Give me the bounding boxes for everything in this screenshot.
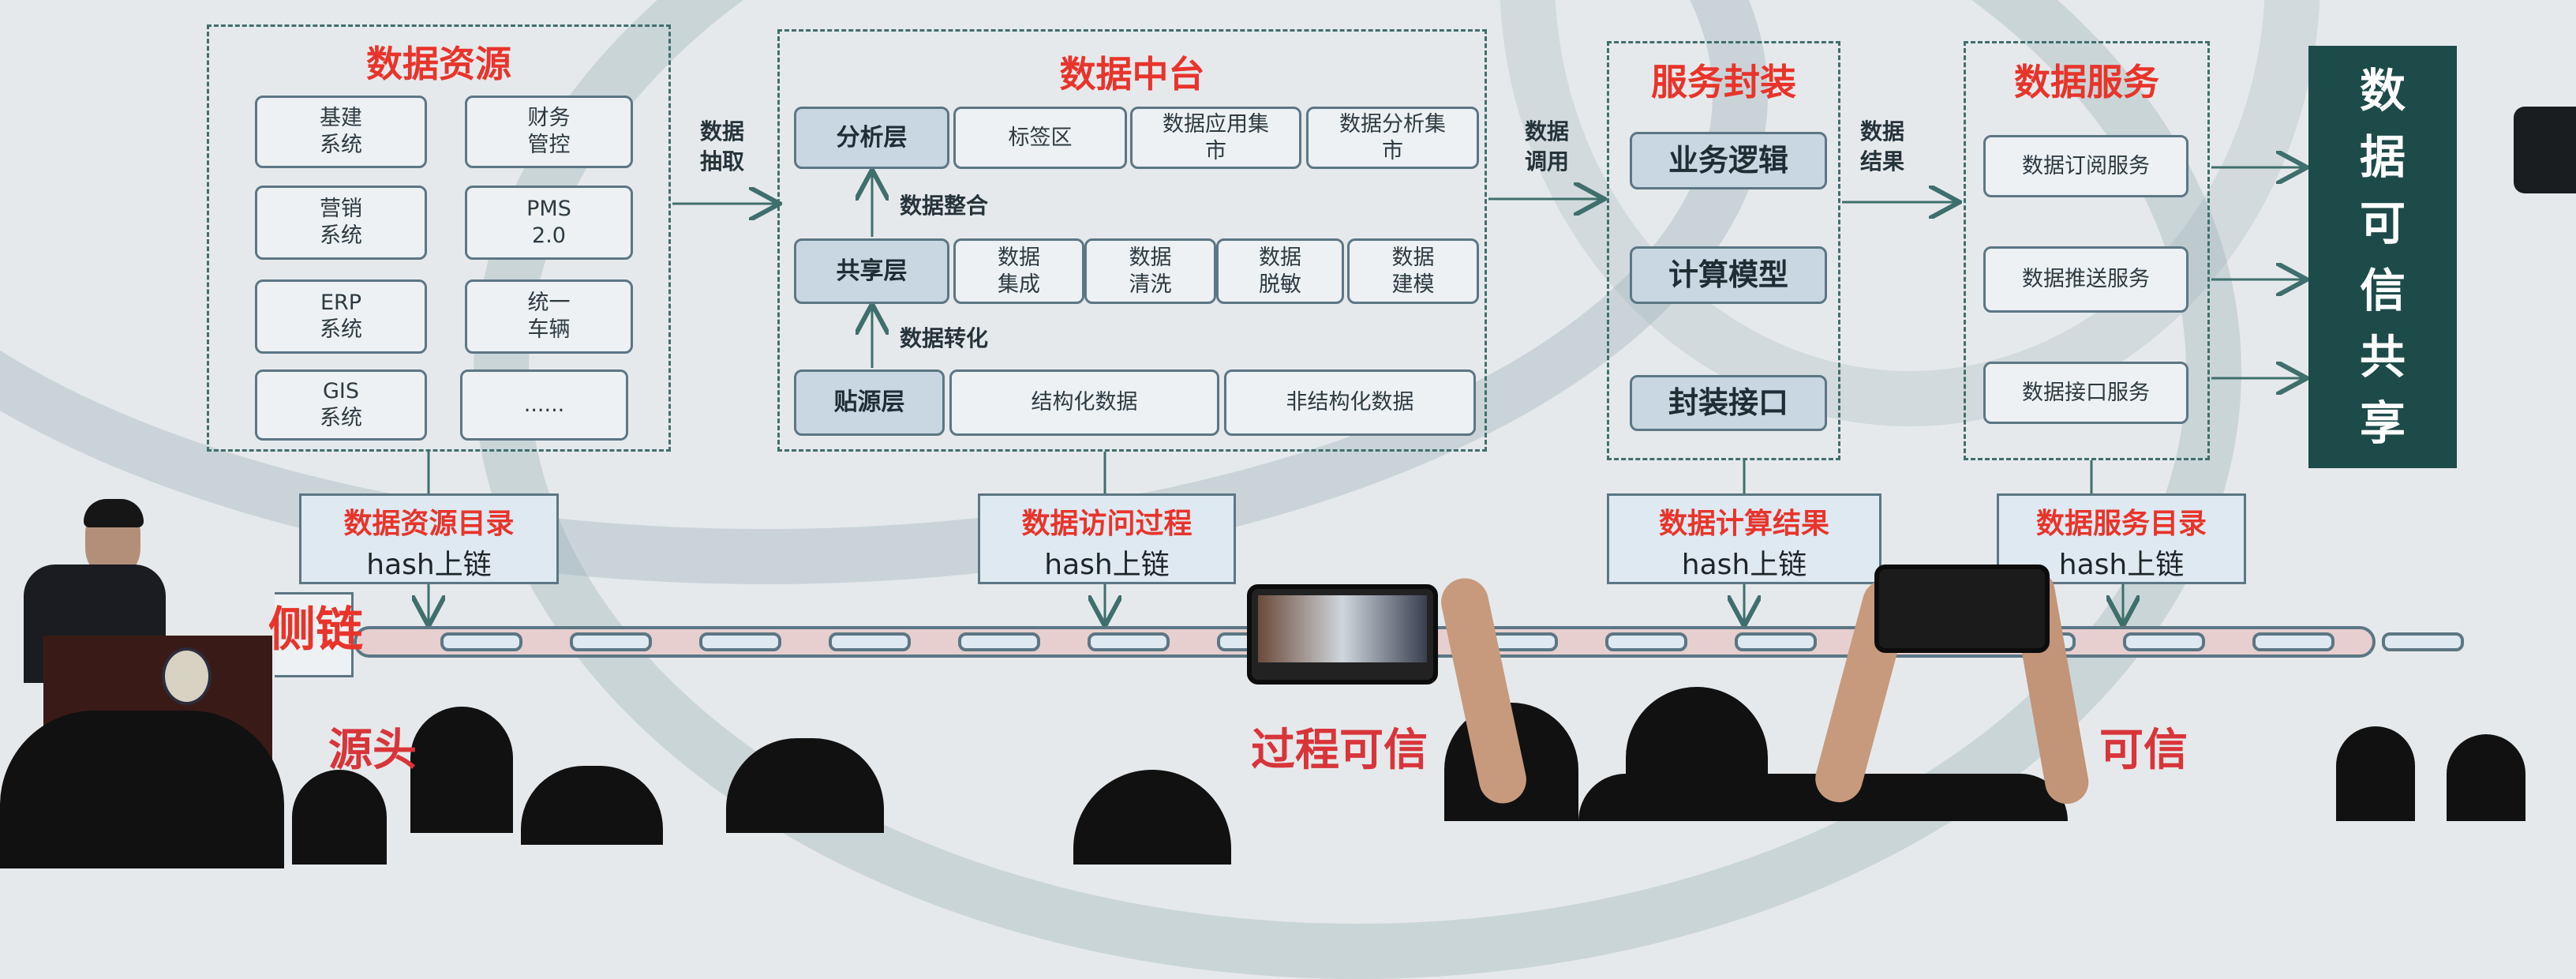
service-wrap-item: 业务逻辑 [1630,132,1827,189]
trusted-sharing-box: 数 据 可 信 共 享 [2308,46,2457,468]
source-layer-item: 非结构化数据 [1224,369,1476,436]
data-service-item: 数据推送服务 [1983,246,2188,313]
data-service-item: 数据接口服务 [1983,362,2188,424]
chain-link [440,632,522,651]
hash-box-sub: hash上链 [2058,549,2185,581]
data-resources-group [207,24,671,452]
data-middle-platform-group [777,29,1487,452]
audience-silhouette [292,770,387,865]
hash-box-title: 数据资源目录 [343,508,515,540]
hash-box-title: 数据访问过程 [1021,508,1193,540]
source-system-node: PMS 2.0 [465,186,633,260]
service-wrap-item: 计算模型 [1630,246,1827,304]
shared-item: 数据 建模 [1347,238,1479,304]
shared-layer: 共享层 [794,238,949,304]
chain-link [699,632,781,651]
hash-box-title: 数据服务目录 [2035,508,2207,540]
source-system-node: 营销 系统 [255,186,427,260]
data-services-title: 数据服务 [2014,61,2159,103]
trusted-char: 共 [2359,329,2406,384]
chain-link [2252,632,2334,651]
phone-screen [1247,584,1438,685]
chain-link [829,632,911,651]
source-system-node: 财务 管控 [465,96,633,168]
side-chain-box [275,592,354,677]
data-middle-title: 数据中台 [1059,53,1205,96]
chain-link [1605,632,1687,651]
caption-trusted: 可信 [2099,725,2188,776]
speaker-hair [84,499,144,527]
hash-box-sub: hash上链 [366,549,492,581]
result-label: 数据 结果 [1859,118,1904,174]
side-chain-label: 侧链 [268,602,363,658]
chain-link [570,632,652,651]
trusted-char: 可 [2359,197,2406,251]
integrate-label: 数据整合 [900,193,989,219]
hash-box-access-process: 数据访问过程 hash上链 [978,493,1236,584]
source-layer-item: 结构化数据 [949,369,1219,436]
caption-process-trusted: 过程可信 [1251,725,1428,776]
analysis-item: 标签区 [953,107,1127,169]
audience-silhouette [0,711,284,868]
hash-box-sub: hash上链 [1044,549,1170,581]
analysis-item: 数据分析集 市 [1306,107,1479,169]
source-system-node: ERP 系统 [255,279,427,354]
hash-box-resource-catalog: 数据资源目录 hash上链 [299,493,559,584]
audience-silhouette [410,707,513,833]
source-system-node: ...... [460,369,628,441]
analysis-item: 数据应用集 市 [1130,107,1301,169]
chain-link [1088,632,1170,651]
phone-screen [1874,565,2050,653]
source-system-node: 基建 系统 [255,96,427,168]
chain-link [958,632,1040,651]
shared-item: 数据 集成 [953,238,1084,304]
analysis-layer: 分析层 [794,107,949,169]
trusted-char: 信 [2359,263,2406,317]
audience-silhouette [2447,734,2525,821]
service-wrap-title: 服务封装 [1651,61,1796,103]
transform-label: 数据转化 [900,325,989,351]
hash-box-title: 数据计算结果 [1658,508,1829,540]
chain-link [2382,632,2464,651]
data-resources-title: 数据资源 [366,43,511,85]
service-wrap-group [1607,41,1840,460]
trusted-char: 数 [2359,64,2406,118]
service-wrap-item: 封装接口 [1630,375,1827,431]
call-label: 数据 调用 [1524,118,1569,174]
extract-label: 数据 抽取 [699,118,744,174]
trusted-char: 享 [2359,396,2406,450]
data-services-group [1964,41,2210,460]
podium-emblem [162,647,212,705]
projector-device [2514,107,2576,193]
shared-item: 数据 清洗 [1084,238,1216,304]
hash-box-sub: hash上链 [1681,549,1807,581]
source-system-node: 统一 车辆 [465,279,633,354]
hash-box-compute-result: 数据计算结果 hash上链 [1607,493,1881,584]
source-layer: 贴源层 [794,369,945,436]
audience-silhouette [1626,687,1768,813]
shared-item: 数据 脱敏 [1216,238,1344,304]
trusted-char: 据 [2359,130,2406,185]
data-service-item: 数据订阅服务 [1983,135,2188,197]
source-system-node: GIS 系统 [255,369,427,441]
chain-link [2123,632,2205,651]
caption-source: 源头 [328,725,417,776]
audience-silhouette [2336,726,2415,821]
chain-link [1735,632,1817,651]
